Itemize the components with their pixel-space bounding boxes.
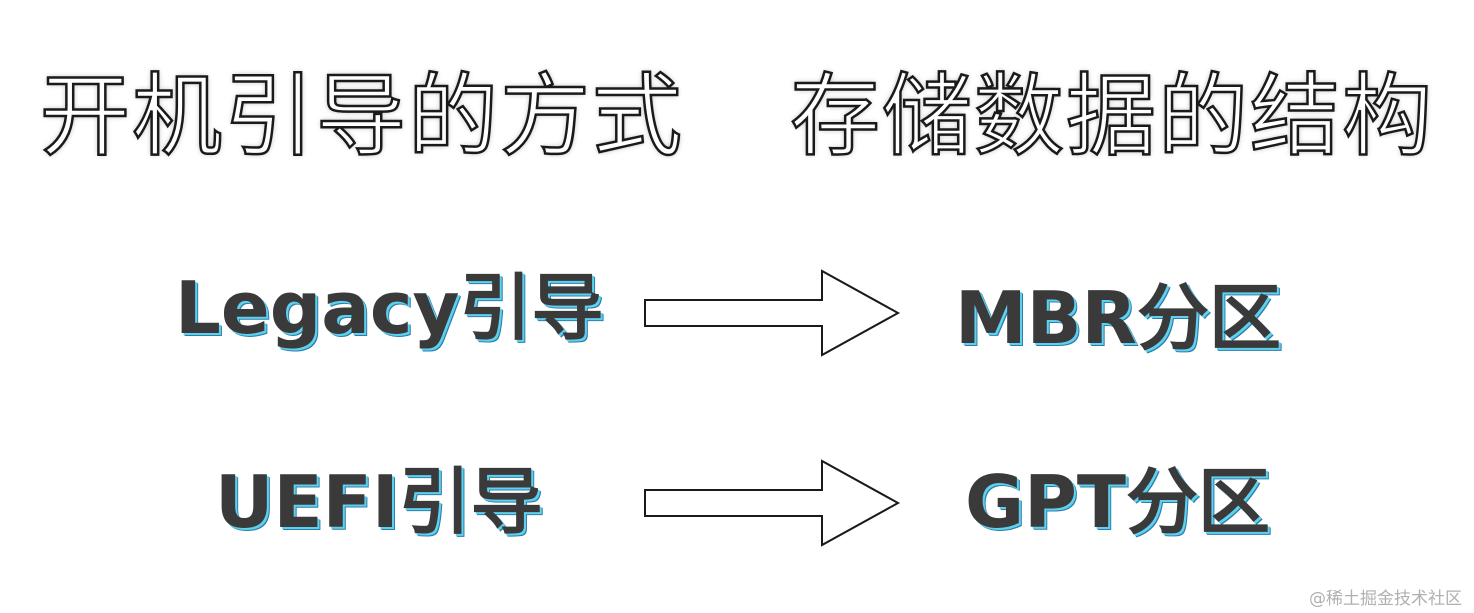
heading-storage-structure: 存储数据的结构 (789, 63, 1434, 171)
mbr-partition-label: MBR分区 (955, 276, 1281, 360)
legacy-boot-label: Legacy引导 (175, 266, 604, 350)
gpt-partition-label: GPT分区 (965, 460, 1270, 544)
watermark: @稀土掘金技术社区 (1309, 589, 1462, 609)
right-arrow-icon (644, 459, 901, 547)
heading-boot-method: 开机引导的方式 (39, 63, 684, 171)
uefi-boot-label: UEFI引导 (215, 460, 543, 544)
right-arrow-icon (644, 269, 901, 357)
